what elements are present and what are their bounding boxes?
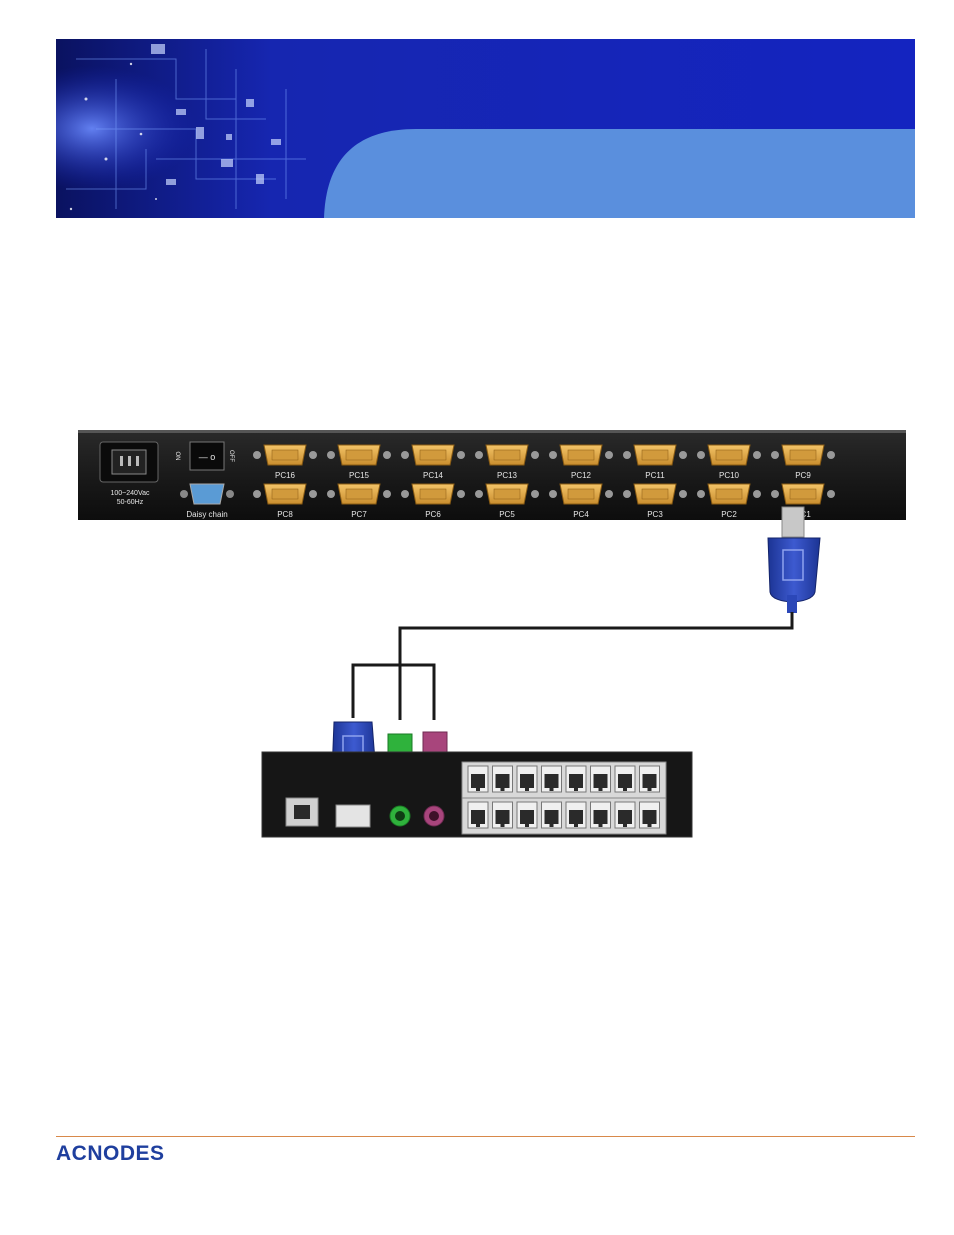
rj45-port-icon bbox=[565, 801, 587, 829]
rj45-port-icon bbox=[516, 765, 538, 793]
port-screw-icon bbox=[327, 490, 335, 498]
port-screw-icon bbox=[457, 490, 465, 498]
port-screw-icon bbox=[623, 451, 631, 459]
vga-port-pc10: PC10 bbox=[697, 444, 761, 480]
port-screw-icon bbox=[771, 451, 779, 459]
rj45-port-icon bbox=[541, 801, 562, 829]
port-screw-icon bbox=[327, 451, 335, 459]
port-label-pc11: PC11 bbox=[645, 471, 665, 480]
vga-port-pc9: PC9 bbox=[771, 444, 835, 480]
vga-port-pc6: PC6 bbox=[401, 483, 465, 519]
logo-text: ACNODES bbox=[56, 1142, 165, 1164]
port-screw-icon bbox=[383, 451, 391, 459]
rj45-port-icon bbox=[516, 801, 538, 829]
diagram-graphic: 100~240Vac 50-60Hz — o ON OFF Daisy chai… bbox=[78, 430, 906, 838]
switch-off-label: OFF bbox=[228, 450, 234, 462]
daisy-chain-port: Daisy chain bbox=[180, 483, 234, 519]
power-rating-line1: 100~240Vac bbox=[111, 490, 150, 497]
vga-port-pc5: PC5 bbox=[475, 483, 539, 519]
rj45-port-icon bbox=[590, 765, 611, 793]
kvm-connection-diagram: 100~240Vac 50-60Hz — o ON OFF Daisy chai… bbox=[0, 400, 954, 860]
port-screw-icon bbox=[827, 451, 835, 459]
switch-on-label: ON bbox=[174, 452, 180, 461]
acnodes-logo-graphic: ACNODES bbox=[56, 1142, 165, 1165]
header-banner bbox=[56, 39, 915, 218]
port-screw-icon bbox=[531, 451, 539, 459]
port-label-pc3: PC3 bbox=[647, 510, 663, 519]
vga-port-pc2: PC2 bbox=[697, 483, 761, 519]
rj45-port-icon bbox=[639, 801, 660, 829]
vga-port-pc16: PC16 bbox=[253, 444, 317, 480]
port-label-pc13: PC13 bbox=[497, 471, 518, 480]
acnodes-logo: ACNODES bbox=[56, 1140, 216, 1165]
rj45-port-icon bbox=[614, 765, 636, 793]
port-screw-icon bbox=[253, 490, 261, 498]
port-label-pc14: PC14 bbox=[423, 471, 444, 480]
port-screw-icon bbox=[605, 490, 613, 498]
port-screw-icon bbox=[309, 490, 317, 498]
port-screw-icon bbox=[457, 451, 465, 459]
rj45-port-icon bbox=[565, 765, 587, 793]
port-screw-icon bbox=[475, 451, 483, 459]
port-screw-icon bbox=[401, 490, 409, 498]
port-screw-icon bbox=[475, 490, 483, 498]
rj45-port-icon bbox=[541, 765, 562, 793]
port-label-pc7: PC7 bbox=[351, 510, 367, 519]
rj45-port-icon bbox=[492, 801, 513, 829]
vga-port-pc8: PC8 bbox=[253, 483, 317, 519]
port-screw-icon bbox=[697, 451, 705, 459]
vga-port-pc11: PC11 bbox=[623, 444, 687, 480]
port-label-pc6: PC6 bbox=[425, 510, 441, 519]
kvm-rear-panel: 100~240Vac 50-60Hz — o ON OFF Daisy chai… bbox=[78, 430, 906, 520]
rj45-port-icon bbox=[467, 765, 489, 793]
rj45-port-icon bbox=[467, 801, 489, 829]
port-label-pc10: PC10 bbox=[719, 471, 740, 480]
port-label-pc16: PC16 bbox=[275, 471, 296, 480]
vga-port-pc15: PC15 bbox=[327, 444, 391, 480]
port-label-pc4: PC4 bbox=[573, 510, 589, 519]
port-label-pc9: PC9 bbox=[795, 471, 811, 480]
port-screw-icon bbox=[679, 490, 687, 498]
vga-port-icon bbox=[335, 804, 371, 828]
port-screw-icon bbox=[309, 451, 317, 459]
power-switch-icon bbox=[189, 441, 225, 471]
port-screw-icon bbox=[679, 451, 687, 459]
vga-port-pc4: PC4 bbox=[549, 483, 613, 519]
power-rating-line2: 50-60Hz bbox=[117, 499, 144, 506]
port-screw-icon bbox=[549, 451, 557, 459]
vga-connector-to-pc1 bbox=[767, 506, 821, 613]
port-screw-icon bbox=[531, 490, 539, 498]
vga-port-pc14: PC14 bbox=[401, 444, 465, 480]
port-screw-icon bbox=[623, 490, 631, 498]
port-label-pc8: PC8 bbox=[277, 510, 293, 519]
vga-port-pc3: PC3 bbox=[623, 483, 687, 519]
port-screw-icon bbox=[549, 490, 557, 498]
rj45-port-icon bbox=[590, 801, 611, 829]
vga-port-pc7: PC7 bbox=[327, 483, 391, 519]
power-switch-glyph: — o bbox=[199, 452, 216, 462]
rj45-port-icon bbox=[639, 765, 660, 793]
port-screw-icon bbox=[697, 490, 705, 498]
port-label-pc5: PC5 bbox=[499, 510, 515, 519]
banner-graphic bbox=[56, 39, 915, 218]
port-label-pc2: PC2 bbox=[721, 510, 737, 519]
port-label-pc12: PC12 bbox=[571, 471, 592, 480]
port-screw-icon bbox=[771, 490, 779, 498]
port-screw-icon bbox=[383, 490, 391, 498]
port-label-pc15: PC15 bbox=[349, 471, 370, 480]
port-screw-icon bbox=[253, 451, 261, 459]
port-screw-icon bbox=[753, 451, 761, 459]
console-unit bbox=[261, 751, 693, 838]
daisy-chain-label: Daisy chain bbox=[186, 510, 227, 519]
vga-port-pc12: PC12 bbox=[549, 444, 613, 480]
vga-port-pc13: PC13 bbox=[475, 444, 539, 480]
kvm-cable bbox=[351, 612, 794, 720]
rj45-port-icon bbox=[614, 801, 636, 829]
rj45-port-icon bbox=[492, 765, 513, 793]
footer-rule bbox=[56, 1136, 915, 1137]
port-screw-icon bbox=[753, 490, 761, 498]
port-screw-icon bbox=[605, 451, 613, 459]
port-screw-icon bbox=[401, 451, 409, 459]
port-screw-icon bbox=[827, 490, 835, 498]
